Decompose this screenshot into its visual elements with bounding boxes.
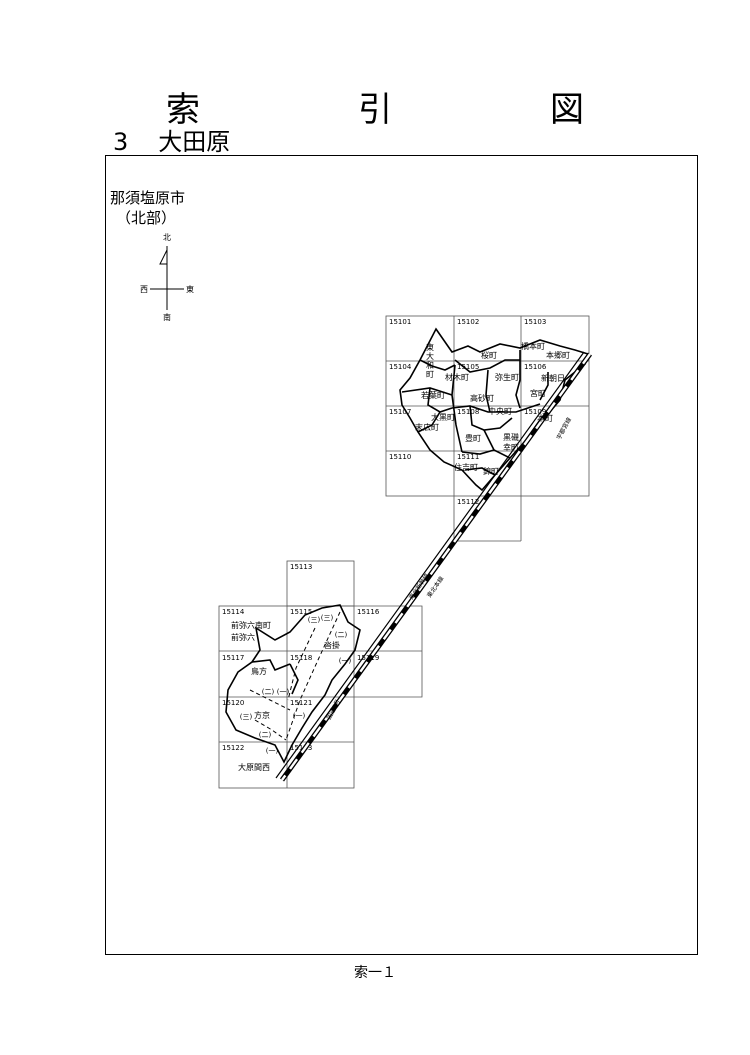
town-machi: 町 [426, 370, 434, 379]
town-miya: 宮町 [530, 388, 546, 398]
town-sakura: 桜町 [481, 350, 497, 360]
compass-west: 西 [140, 285, 148, 294]
sheet-grid-south [218, 560, 423, 789]
sheet-15109: 15109 [524, 408, 546, 416]
mark-three: (三) [308, 616, 321, 624]
page-footer: 索一１ [354, 965, 396, 981]
town-hon: 本町 [537, 413, 553, 423]
town-takasago: 高砂町 [470, 393, 494, 403]
city-subarea: （北部） [116, 209, 177, 227]
sheet-15118: 15118 [290, 654, 312, 662]
town-chuo: 中央町 [488, 406, 512, 416]
mark-two: (二) [335, 631, 348, 639]
sheet-15113: 15113 [290, 563, 312, 571]
town-yutaka: 豊町 [465, 433, 481, 443]
south-area-outline [225, 604, 361, 764]
town-ooharama: 大原間西 [238, 762, 270, 772]
town-hashimoto: 橋本町 [521, 341, 545, 351]
map-frame [105, 155, 698, 955]
sheet-15108: 15108 [457, 408, 479, 416]
town-labels-south: 前弥六南町 前弥六 沓掛 鳥方 方京 大原間西 [231, 620, 340, 772]
sheet-15104: 15104 [389, 363, 412, 371]
sheet-15120: 15120 [222, 699, 244, 707]
sheet-15115: 15115 [290, 608, 312, 616]
sheet-15114: 15114 [222, 608, 245, 616]
sheet-15112: 15112 [457, 498, 479, 506]
section-number: 3 [113, 128, 129, 156]
town-kakekake: 沓掛 [324, 640, 340, 650]
sheet-15110: 15110 [389, 453, 411, 461]
city-label: 那須塩原市 （北部） [110, 188, 185, 228]
rail-label-d: 国道4号 [325, 698, 342, 721]
town-suehiro: 末広町 [415, 422, 439, 432]
town-hongo: 本郷町 [546, 350, 570, 360]
mark-three-c: (三) [240, 713, 253, 721]
sheet-15122: 15122 [222, 744, 244, 752]
section-title: 3 大田原 [113, 122, 230, 157]
sheet-15106: 15106 [524, 363, 547, 371]
town-wakaba: 若葉町 [421, 390, 445, 400]
sheet-15107: 15107 [389, 408, 411, 416]
town-wa: 和 [426, 361, 434, 370]
town-oguro: 大黒町 [431, 412, 455, 422]
rail-labels: 宇都宮線 東北新幹線 東北本線 国道4号 [325, 416, 573, 721]
mark-one-c: (一) [293, 712, 306, 720]
town-labels-north: 東 大 和 町 桜町 橋本町 本郷町 材木町 弥生町 新朝日 若葉町 高砂町 宮… [415, 341, 570, 476]
town-sumiyoshi: 住吉町 [454, 462, 478, 472]
compass-east: 東 [186, 284, 194, 294]
compass-south: 南 [163, 312, 171, 322]
city-name: 那須塩原市 [110, 189, 186, 207]
district-boundaries-south [225, 604, 361, 764]
mark-two-c: (二) [259, 731, 272, 739]
town-yayoi: 弥生町 [495, 372, 519, 382]
town-zaimoku: 材木町 [445, 372, 469, 382]
sheet-15101: 15101 [389, 318, 411, 326]
town-shinasahi: 新朝日 [541, 373, 565, 383]
mark-three-b: (三) [321, 614, 334, 622]
railway-lines [275, 351, 593, 782]
town-higashi: 東 [426, 342, 434, 352]
route-marks: (三) (三) (二) (一) (二) (一) (三) (一) (二) (一) [240, 614, 352, 755]
town-hokyo: 方京 [254, 710, 270, 720]
sheet-numbers: 15101 15102 15103 15104 15105 15106 1510… [222, 318, 547, 752]
town-ooka: 大 [426, 351, 434, 361]
sheet-15111: 15111 [457, 453, 479, 461]
sheet-15103: 15103 [524, 318, 546, 326]
mark-one: (一) [339, 657, 352, 665]
sheet-15116: 15116 [357, 608, 380, 616]
town-torikata: 鳥方 [251, 666, 267, 676]
town-maeya: 前弥六 [231, 632, 255, 642]
page-title: 索 引 図 [166, 90, 646, 130]
mark-two-b: (二) [262, 688, 275, 696]
town-kuroiso: 黒磯 [503, 432, 519, 442]
north-arrow-icon [159, 249, 168, 265]
section-name: 大田原 [158, 128, 231, 156]
sheet-15105: 15105 [457, 363, 479, 371]
town-maeyaminami: 前弥六南町 [231, 620, 271, 630]
sheet-15102: 15102 [457, 318, 479, 326]
compass-rose: 北 南 東 西 [140, 233, 194, 322]
compass-north: 北 [163, 233, 171, 242]
mark-one-d: (一) [266, 747, 279, 755]
mark-one-b: (一) [277, 688, 290, 696]
sheet-15123: 15123 [290, 744, 312, 752]
sheet-15121: 15121 [290, 699, 312, 707]
town-saiwai: 幸町 [503, 443, 519, 452]
sheet-15117: 15117 [222, 654, 244, 662]
town-nishiki: 錦町 [483, 466, 499, 476]
rail-label-a: 宇都宮線 [555, 416, 573, 441]
